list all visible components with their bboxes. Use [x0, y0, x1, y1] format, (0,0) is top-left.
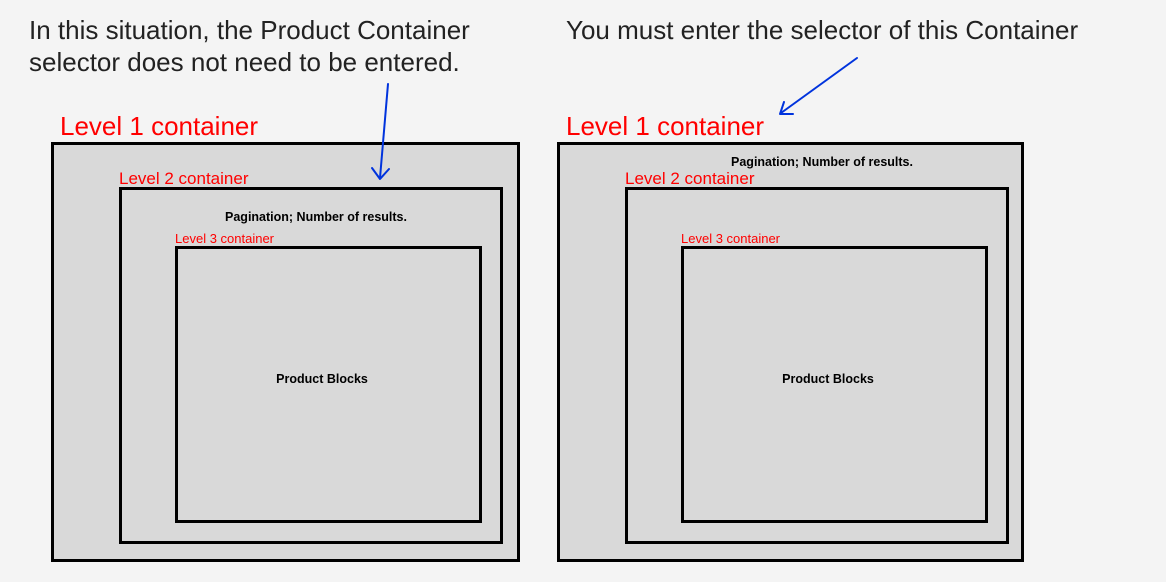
right-level3-container: [681, 246, 988, 523]
right-product-blocks-text: Product Blocks: [782, 372, 874, 386]
left-product-blocks-text: Product Blocks: [276, 372, 368, 386]
left-caption-line-1: In this situation, the Product Container: [29, 15, 470, 45]
left-caption-line-2: selector does not need to be entered.: [29, 47, 460, 77]
left-pagination-text: Pagination; Number of results.: [225, 210, 407, 224]
left-level1-label: Level 1 container: [60, 111, 259, 141]
right-pagination-text: Pagination; Number of results.: [731, 155, 913, 169]
right-level3-label: Level 3 container: [681, 231, 781, 246]
right-level2-label: Level 2 container: [625, 169, 755, 188]
right-level1-label: Level 1 container: [566, 111, 765, 141]
right-caption: You must enter the selector of this Cont…: [566, 15, 1079, 45]
left-level3-label: Level 3 container: [175, 231, 275, 246]
left-level2-label: Level 2 container: [119, 169, 249, 188]
left-level3-container: [175, 246, 482, 523]
left-caption: In this situation, the Product Container…: [29, 14, 470, 78]
right-arrow-icon: [779, 57, 858, 115]
